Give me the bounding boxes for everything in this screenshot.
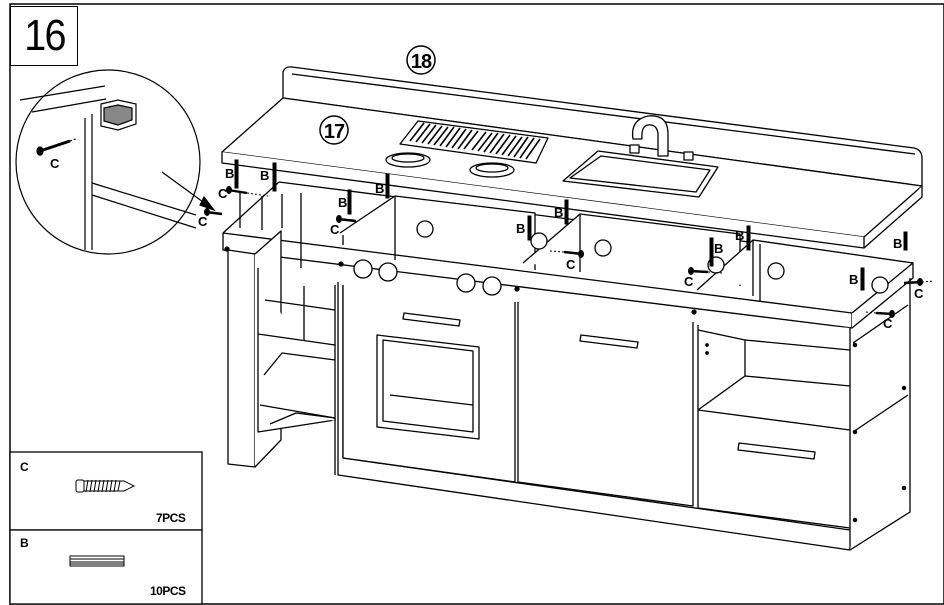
parts-list-screw-letter: C	[20, 460, 29, 474]
svg-text:B: B	[554, 205, 563, 220]
parts-list-dowel-letter: B	[20, 536, 29, 550]
svg-text:C: C	[684, 274, 694, 289]
sink	[562, 150, 719, 198]
countertop-part-number: 17	[324, 121, 345, 143]
part-callouts	[319, 45, 436, 145]
svg-text:C: C	[914, 286, 924, 301]
backsplash-panel	[282, 66, 923, 187]
svg-text:C: C	[198, 214, 208, 229]
dowel-markers	[234, 159, 908, 291]
svg-text:B: B	[338, 195, 347, 210]
svg-text:B: B	[225, 166, 234, 181]
screw-icon	[75, 479, 136, 493]
faucet	[631, 115, 669, 157]
page-border	[9, 3, 944, 605]
step-number-box: 16	[10, 6, 78, 66]
stove-knob	[482, 276, 502, 296]
step-number: 16	[23, 11, 66, 60]
svg-text:C: C	[218, 186, 228, 201]
burner-hole	[385, 152, 431, 168]
cabinet-door	[517, 302, 694, 507]
screw-labels: C C C C C C C	[198, 186, 924, 331]
svg-text:B: B	[735, 228, 744, 243]
cabinet-base	[222, 181, 914, 551]
stove-knob	[353, 259, 373, 279]
burner-hole	[469, 162, 515, 178]
svg-text:B: B	[893, 236, 902, 251]
detail-circle	[15, 69, 216, 255]
svg-text:B: B	[714, 241, 723, 256]
dowel-labels: B B B B B B B B B B	[225, 166, 902, 287]
svg-text:C: C	[330, 222, 340, 237]
svg-text:B: B	[375, 181, 384, 196]
stove-knob	[378, 262, 398, 282]
parts-list-screw-quantity: 7PCS	[156, 511, 186, 525]
left-end-panel	[227, 249, 256, 468]
screw-markers	[204, 186, 935, 318]
svg-text:B: B	[849, 272, 858, 287]
stove-knob	[456, 273, 476, 293]
parts-list	[9, 451, 203, 605]
svg-text:B: B	[260, 168, 269, 183]
countertop-assembly	[221, 66, 923, 249]
dowel-icon	[69, 555, 125, 567]
detail-screw-label: C	[50, 156, 60, 171]
svg-text:C: C	[883, 316, 893, 331]
drawer-handle	[737, 442, 816, 460]
parts-list-dowel-quantity: 10PCS	[150, 584, 186, 598]
svg-text:C: C	[566, 257, 576, 272]
backsplash-part-number: 18	[411, 51, 432, 73]
svg-text:B: B	[516, 221, 525, 236]
